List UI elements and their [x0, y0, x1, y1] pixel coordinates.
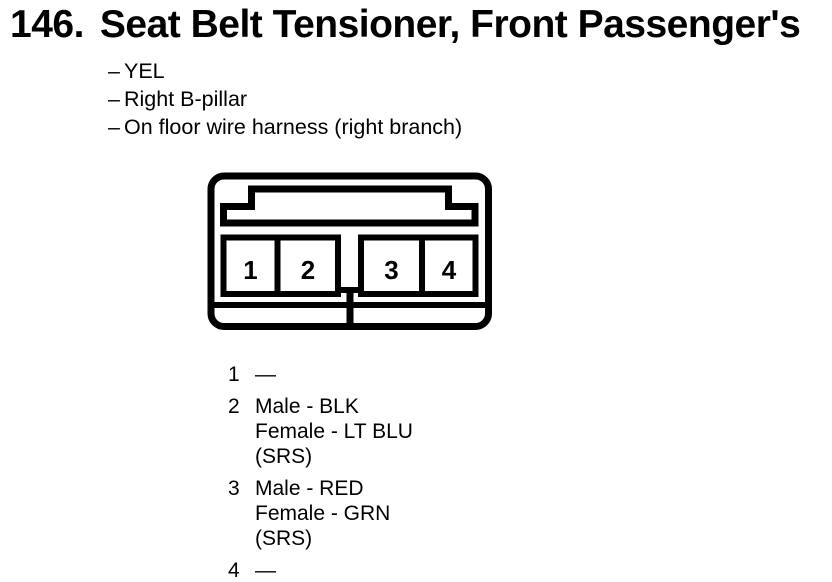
detail-item: – Right B-pillar — [108, 85, 462, 113]
detail-item: – YEL — [108, 57, 462, 85]
connector-diagram: 1 2 3 4 — [207, 172, 492, 330]
detail-text: YEL — [124, 59, 165, 83]
pin-box-4 — [419, 234, 479, 297]
pinout-lines: — — [255, 362, 276, 387]
pin-number-1: 1 — [243, 255, 257, 285]
pin-box-2 — [274, 234, 341, 297]
pinout-pin-number: 2 — [228, 395, 240, 418]
pinout-line: (SRS) — [255, 445, 313, 468]
title-number: 146. — [10, 3, 84, 46]
pin-number-2: 2 — [301, 255, 315, 285]
pin-number-4: 4 — [442, 255, 457, 285]
connector-key-tab-icon — [220, 185, 479, 227]
detail-list: – YEL – Right B-pillar – On floor wire h… — [108, 57, 462, 141]
title-text: Seat Belt Tensioner, Front Passenger's — [99, 3, 801, 46]
detail-text: On floor wire harness (right branch) — [124, 115, 463, 139]
pinout-entry-4: 4 — — [228, 558, 413, 582]
pinout-pin-number: 4 — [228, 559, 240, 582]
pinout-line: (SRS) — [255, 527, 313, 550]
pinout-entry-2: 2 Male - BLK Female - LT BLU (SRS) — [228, 394, 413, 469]
pinout-entry-1: 1 — — [228, 362, 413, 387]
pinout-line: Male - RED — [255, 477, 364, 500]
pin-number-3: 3 — [384, 255, 398, 285]
dash-bullet-icon: – — [108, 115, 120, 139]
pinout-line: — — [255, 363, 276, 386]
pinout-entry-3: 3 Male - RED Female - GRN (SRS) — [228, 476, 413, 551]
dash-bullet-icon: – — [108, 87, 120, 111]
dash-bullet-icon: – — [108, 59, 120, 83]
pinout-line: Male - BLK — [255, 395, 359, 418]
pinout-pin-number: 3 — [228, 477, 240, 500]
pinout-pin-number: 1 — [228, 363, 240, 386]
pinout-line: Female - GRN — [255, 502, 391, 525]
detail-item: – On floor wire harness (right branch) — [108, 113, 462, 141]
detail-text: Right B-pillar — [124, 87, 248, 111]
pinout-legend: 1 — 2 Male - BLK Female - LT BLU (SRS) 3… — [228, 362, 413, 582]
pinout-lines: Male - BLK Female - LT BLU (SRS) — [255, 394, 413, 469]
pinout-line: — — [255, 559, 276, 582]
pinout-lines: Male - RED Female - GRN (SRS) — [255, 476, 390, 551]
pinout-lines: — — [255, 558, 276, 582]
pin-box-1 — [220, 234, 281, 297]
pinout-line: Female - LT BLU — [255, 420, 413, 443]
page-title: 146. Seat Belt Tensioner, Front Passenge… — [10, 2, 801, 48]
